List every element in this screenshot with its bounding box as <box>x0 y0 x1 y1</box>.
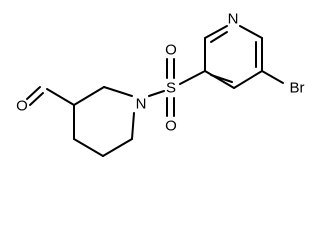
bond-c6p-n1p <box>239 25 263 39</box>
bond-n1p-c2p-inner <box>210 31 228 43</box>
chemical-structure: O N S O O N Br <box>16 11 305 157</box>
bond-c5p-br <box>261 70 284 84</box>
bond-c4p-c5p <box>233 70 263 89</box>
bromine-label: Br <box>290 80 305 97</box>
bond-c-double-o-b <box>26 86 41 100</box>
aldehyde-group <box>26 86 75 106</box>
bond-c6-c5 <box>102 138 133 157</box>
piperidine-nitrogen-label: N <box>136 96 147 113</box>
bond-cho-ring <box>46 88 75 106</box>
sulfonyl-oxygen-top-label: O <box>165 42 177 59</box>
bond-c3-c2 <box>73 86 105 106</box>
bond-c3p-c4p <box>204 70 235 89</box>
aldehyde-oxygen-label: O <box>16 98 28 115</box>
bond-c-double-o-a <box>29 92 44 106</box>
bond-n1-c6 <box>131 112 135 140</box>
pyridine-nitrogen-label: N <box>228 11 239 28</box>
sulfur-label: S <box>166 80 176 97</box>
sulfonyl-oxygen-bottom-label: O <box>165 118 177 135</box>
piperidine-ring <box>73 86 135 157</box>
sulfonyl-group <box>148 58 206 117</box>
bond-s-pyridine <box>179 70 206 85</box>
bond-c5-c4 <box>73 138 104 157</box>
pyridine-ring <box>204 25 263 89</box>
bond-c3p-c4p-inner <box>210 74 233 83</box>
bond-n1-s <box>148 90 165 97</box>
bond-c2-n1 <box>103 86 133 97</box>
bond-n1p-c2p <box>204 25 228 39</box>
